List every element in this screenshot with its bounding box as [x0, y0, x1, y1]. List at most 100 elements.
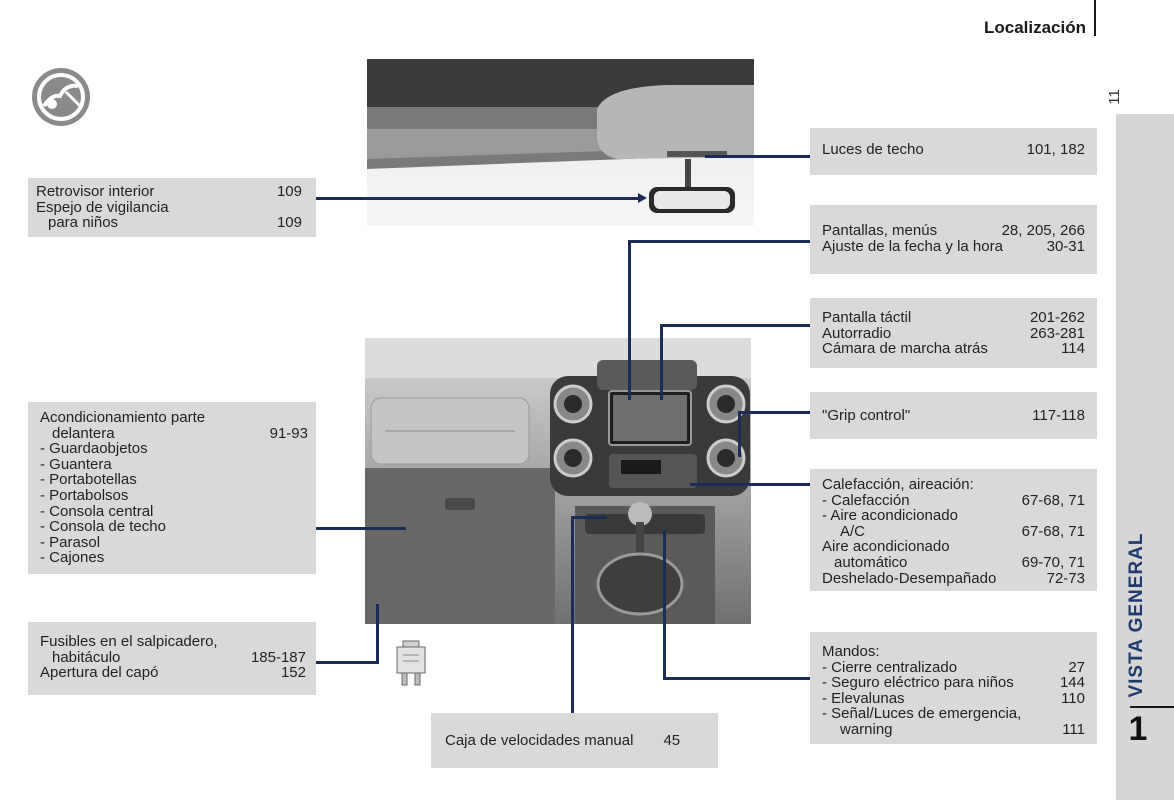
callout-row: - Señal/Luces de emergencia, [822, 706, 1085, 722]
page-number: 11 [1106, 89, 1123, 105]
callout-label: A/C [840, 522, 866, 540]
callout-item: - Parasol [40, 533, 101, 551]
callout-ref: 67-68, 71 [1021, 491, 1085, 509]
side-tab-rule [1130, 706, 1174, 708]
callout-heading: delantera [52, 424, 115, 442]
callout-row: - Elevalunas 110 [822, 691, 1085, 707]
title-rule [1094, 0, 1096, 36]
leader-line-controls-v [663, 530, 666, 680]
callout-ref: 117-118 [1032, 407, 1085, 424]
callout-label: Ajuste de la fecha y la hora [822, 237, 1003, 255]
callout-label: Cámara de marcha atrás [822, 340, 988, 358]
side-tab-label: VISTA GENERAL [1126, 532, 1147, 698]
callout-label: para niños [48, 214, 119, 232]
chapter-number: 1 [1128, 710, 1148, 748]
leader-line-roof-lights [705, 155, 810, 158]
callout-label: warning [840, 720, 893, 738]
callout-row: Caja de velocidades manual 45 [445, 733, 708, 749]
callout-item: - Guantera [40, 455, 112, 473]
callout-ref: 72-73 [1046, 569, 1085, 587]
callout-label: automático [834, 553, 908, 571]
callout-label: - Calefacción [822, 491, 910, 509]
callout-row: - Calefacción 67-68, 71 [822, 491, 1085, 509]
leader-line-mirror [316, 197, 640, 200]
callout-ref: 111 [1062, 720, 1085, 738]
callout-item: - Guardaobjetos [40, 440, 148, 458]
leader-line-controls-h [663, 677, 810, 680]
callout-ref: 27 [1068, 658, 1085, 676]
callout-label: - Elevalunas [822, 689, 905, 707]
callout-row: para niños 109 [36, 215, 302, 231]
callout-ref: 109 [276, 183, 302, 200]
leader-line-touchscreen-v [660, 324, 663, 400]
callout-ref: 109 [276, 214, 302, 232]
callout-row: Pantalla táctil 201-262 [822, 310, 1085, 326]
callout-row: Espejo de vigilancia [36, 198, 302, 216]
callout-ref: 30-31 [1046, 237, 1085, 255]
callout-fuses: Fusibles en el salpicadero, habitáculo 18… [28, 622, 316, 695]
callout-heading: Calefacción, aireación: [822, 476, 974, 493]
callout-ref: 201-262 [1029, 309, 1085, 326]
callout-heating: Calefacción, aireación: - Calefacción 67-… [810, 469, 1097, 591]
callout-label: Retrovisor interior [36, 183, 155, 200]
callout-item: - Cajones [40, 549, 105, 567]
callout-label: Apertura del capó [40, 664, 159, 682]
callout-ref: 69-70, 71 [1021, 553, 1085, 571]
leader-line-touchscreen-h [660, 324, 810, 327]
callout-label: - Cierre centralizado [822, 658, 958, 676]
callout-gearbox: Caja de velocidades manual 45 [431, 713, 718, 768]
callout-controls: Mandos: - Cierre centralizado 27 - Seguro… [810, 632, 1097, 744]
callout-row: warning 111 [822, 722, 1085, 738]
leader-line-fuses-h [316, 661, 378, 664]
callout-ref: 28, 205, 266 [1001, 222, 1085, 239]
leader-line-gearbox-h [571, 516, 607, 519]
callout-label: Luces de techo [822, 141, 924, 158]
callout-row: - Cierre centralizado 27 [822, 658, 1085, 676]
callout-heading: Acondicionamiento parte [40, 409, 206, 426]
callout-item: - Consola de techo [40, 518, 166, 536]
callout-label: habitáculo [52, 648, 121, 666]
callout-row: - Aire acondicionado [822, 508, 1085, 524]
callout-row: A/C 67-68, 71 [822, 524, 1085, 540]
callout-label: Caja de velocidades manual [445, 732, 634, 749]
callout-ref: 45 [663, 732, 681, 749]
steering-wheel-mirror-icon [32, 68, 90, 126]
callout-grip-control: "Grip control" 117-118 [810, 392, 1097, 439]
callout-row: Mandos: [822, 644, 1085, 660]
callout-label: - Señal/Luces de emergencia, [822, 705, 1022, 723]
callout-label: Deshelado-Desempañado [822, 569, 997, 587]
callout-label: Autorradio [822, 324, 892, 342]
callout-item: - Portabotellas [40, 471, 137, 489]
callout-label: - Aire acondicionado [822, 507, 958, 525]
leader-line-grip-v [738, 411, 741, 457]
callout-ref: 67-68, 71 [1021, 522, 1085, 540]
callout-label: Espejo de vigilancia [36, 198, 169, 216]
callout-row: habitáculo 185-187 [40, 648, 306, 666]
callout-front-fittings: Acondicionamiento parte delantera 91-93 -… [28, 402, 316, 574]
callout-heading: Mandos: [822, 643, 880, 660]
callout-ref: 114 [1061, 340, 1085, 358]
callout-ref: 110 [1061, 689, 1085, 707]
callout-label: Fusibles en el salpicadero, [40, 633, 218, 650]
callout-ref: 91-93 [269, 424, 308, 442]
callout-label: "Grip control" [822, 407, 911, 424]
side-tab [1116, 114, 1174, 800]
callout-ref: 185-187 [250, 648, 306, 666]
leader-line-screens-v [628, 240, 631, 400]
callout-ref: 152 [280, 664, 306, 682]
callout-row: Acondicionamiento parte [40, 410, 308, 426]
leader-line-fuses-v [376, 604, 379, 664]
callout-row: delantera 91-93 [40, 424, 308, 442]
leader-line-screens-h [628, 240, 810, 243]
callout-item: - Portabolsos [40, 486, 129, 504]
callout-interior-mirror: Retrovisor interior 109 Espejo de vigilan… [28, 178, 316, 237]
callout-row: Retrovisor interior 109 [36, 184, 302, 200]
callout-label: Pantalla táctil [822, 309, 912, 326]
